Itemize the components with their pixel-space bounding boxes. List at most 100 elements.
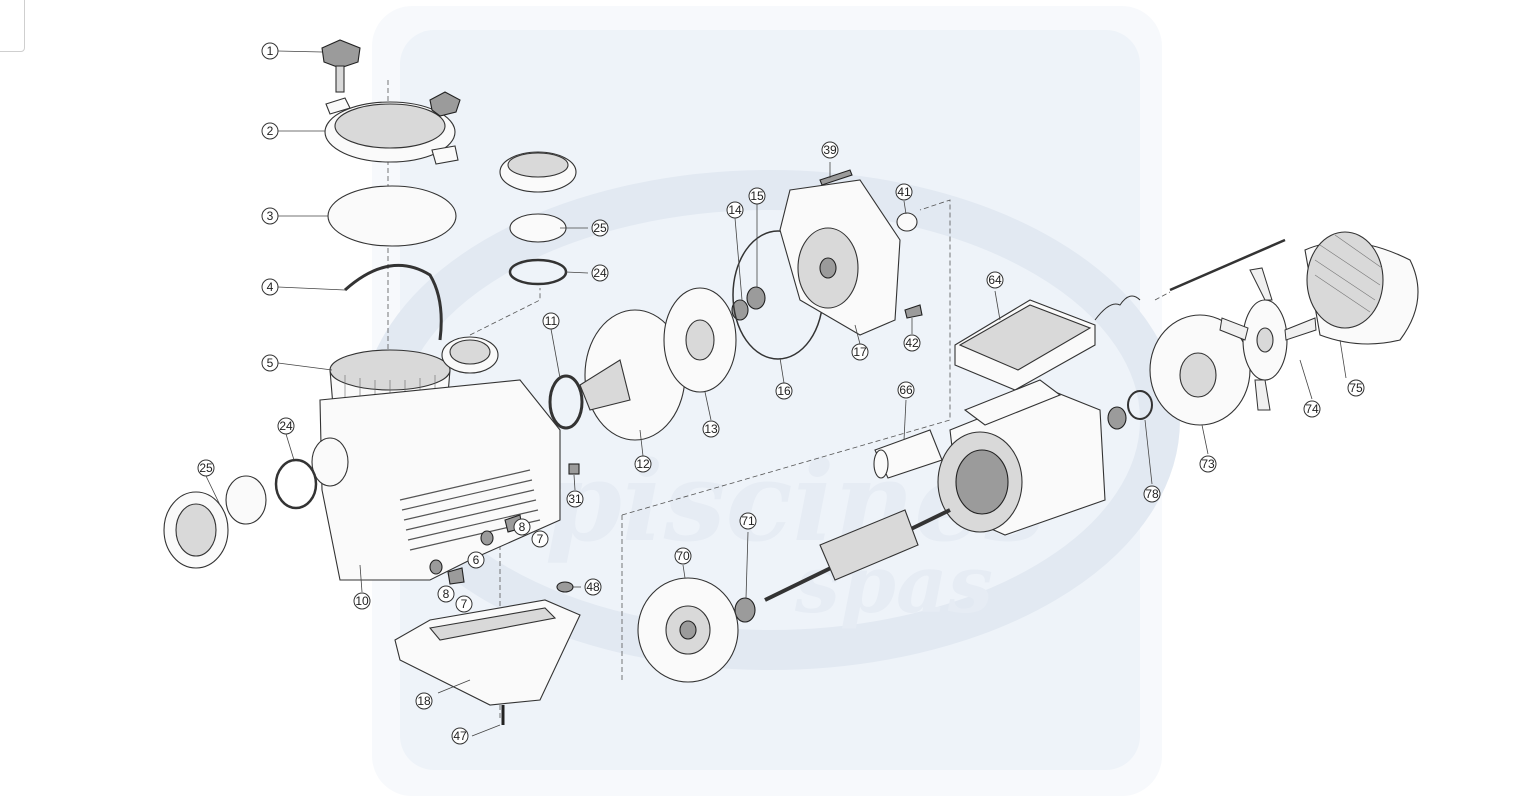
callout-circle xyxy=(1303,400,1321,418)
callout-label: 7 xyxy=(537,532,544,546)
callout-label: 4 xyxy=(267,280,274,294)
callout-circle xyxy=(261,354,279,372)
callout-circle xyxy=(197,459,215,477)
callout-78: 78 xyxy=(1143,485,1161,503)
callout-circle xyxy=(726,201,744,219)
part-fan-cover xyxy=(1304,231,1419,345)
part-lid-oring xyxy=(327,185,457,247)
callout-label: 39 xyxy=(823,143,837,157)
callout-circle xyxy=(353,592,371,610)
part-capacitor xyxy=(873,429,943,479)
callout-25: 25 xyxy=(197,459,215,477)
part-nut-48 xyxy=(556,581,574,593)
callout-circle xyxy=(674,547,692,565)
callout-label: 3 xyxy=(267,209,274,223)
callout-circle xyxy=(261,278,279,296)
callout-circle xyxy=(1143,485,1161,503)
callout-11: 11 xyxy=(542,312,560,330)
callout-label: 64 xyxy=(988,273,1002,287)
callout-71: 71 xyxy=(739,512,757,530)
part-front-flange xyxy=(637,577,739,683)
callout-8: 8 xyxy=(437,585,455,603)
callout-label: 42 xyxy=(905,336,919,350)
callout-5: 5 xyxy=(261,354,279,372)
part-lid xyxy=(324,91,461,165)
callout-8: 8 xyxy=(513,518,531,536)
callout-1: 1 xyxy=(261,42,279,60)
part-oring-8-lower xyxy=(429,559,443,575)
callout-label: 8 xyxy=(519,520,526,534)
callout-circle xyxy=(748,187,766,205)
callout-25: 25 xyxy=(591,219,609,237)
part-pump-base xyxy=(394,599,581,706)
callout-label: 7 xyxy=(461,597,468,611)
callout-label: 16 xyxy=(777,384,791,398)
callout-label: 17 xyxy=(853,345,867,359)
part-seal xyxy=(731,299,749,321)
callout-15: 15 xyxy=(748,187,766,205)
callout-circle xyxy=(775,382,793,400)
callout-64: 64 xyxy=(986,271,1004,289)
part-cooling-fan xyxy=(1219,267,1317,411)
callout-label: 1 xyxy=(267,44,274,58)
callout-circle xyxy=(821,141,839,159)
part-pump-body xyxy=(311,336,561,581)
callout-label: 66 xyxy=(899,383,913,397)
callout-74: 74 xyxy=(1303,400,1321,418)
callout-label: 25 xyxy=(199,461,213,475)
callout-18: 18 xyxy=(415,692,433,710)
callout-label: 70 xyxy=(676,549,690,563)
callout-circle xyxy=(702,420,720,438)
callout-circle xyxy=(986,271,1004,289)
callout-14: 14 xyxy=(726,201,744,219)
callout-7: 7 xyxy=(531,530,549,548)
callout-circle xyxy=(261,42,279,60)
callout-17: 17 xyxy=(851,343,869,361)
callout-circle xyxy=(591,264,609,282)
callout-circle xyxy=(531,530,549,548)
part-mechanical-seal xyxy=(746,286,766,310)
corner-frame xyxy=(0,0,25,52)
callout-circle xyxy=(451,727,469,745)
callout-4: 4 xyxy=(261,278,279,296)
callout-41: 41 xyxy=(895,183,913,201)
part-bolt-42 xyxy=(904,304,923,319)
callout-75: 75 xyxy=(1347,379,1365,397)
part-tie-rod xyxy=(1169,238,1286,292)
part-seal-plate xyxy=(779,179,901,336)
callout-12: 12 xyxy=(634,455,652,473)
part-impeller xyxy=(663,287,737,393)
callout-circle xyxy=(261,207,279,225)
callout-label: 71 xyxy=(741,514,755,528)
part-motor-housing xyxy=(937,379,1106,536)
callout-circle xyxy=(415,692,433,710)
callout-label: 14 xyxy=(728,203,742,217)
callout-label: 74 xyxy=(1305,402,1319,416)
part-front-bearing xyxy=(734,597,756,623)
callout-circle xyxy=(584,578,602,596)
part-union-nut-left xyxy=(163,475,267,569)
callout-13: 13 xyxy=(702,420,720,438)
callout-label: 18 xyxy=(417,694,431,708)
callout-circle xyxy=(467,551,485,569)
callout-label: 75 xyxy=(1349,381,1363,395)
part-rear-bearing xyxy=(1107,406,1127,430)
callout-label: 12 xyxy=(636,457,650,471)
callout-label: 31 xyxy=(568,492,582,506)
callout-circle xyxy=(1199,455,1217,473)
callout-circle xyxy=(903,334,921,352)
part-washer-41 xyxy=(896,212,918,232)
callout-label: 13 xyxy=(704,422,718,436)
callout-10: 10 xyxy=(353,592,371,610)
assembly-line-motor xyxy=(621,199,951,516)
callout-73: 73 xyxy=(1199,455,1217,473)
callout-47: 47 xyxy=(451,727,469,745)
callout-label: 25 xyxy=(593,221,607,235)
callout-label: 5 xyxy=(267,356,274,370)
part-union-nut-top xyxy=(499,151,577,243)
callout-circle xyxy=(739,512,757,530)
part-rotor-shaft xyxy=(764,508,951,602)
callout-24: 24 xyxy=(277,417,295,435)
part-bolt-39 xyxy=(819,169,853,186)
